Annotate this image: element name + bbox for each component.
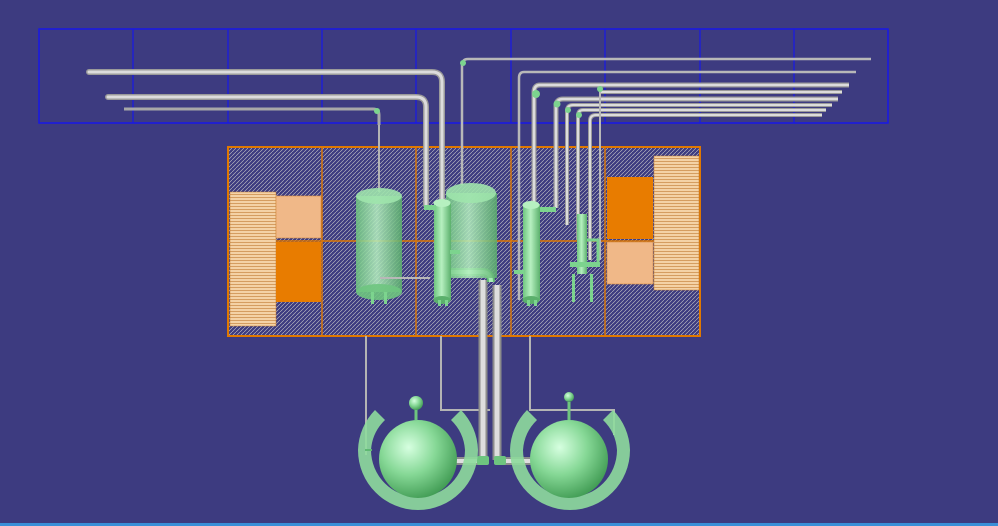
spherical-tank-left[interactable] [358,396,478,510]
right-upper-platform [607,177,653,239]
vertical-vessel-left[interactable] [356,188,430,304]
distillation-column-1[interactable] [424,199,460,306]
central-drum[interactable] [446,183,497,278]
right-lower-platform [606,241,654,285]
pipe-rack-outline [38,28,889,124]
left-upper-platform [275,195,322,239]
spherical-tank-right[interactable] [510,392,630,510]
bottom-status-strip [0,523,998,526]
pipe-rack-bays [132,29,795,123]
left-grating-panel [229,191,277,327]
left-lower-platform [276,242,321,302]
small-exchanger-right[interactable] [570,214,600,302]
steel-structure[interactable] [227,146,701,337]
right-grating-panel [653,155,700,291]
distillation-column-2[interactable] [514,201,556,306]
rack-pipe-elbows [374,60,603,118]
pipe-rack-grid[interactable] [38,28,889,124]
